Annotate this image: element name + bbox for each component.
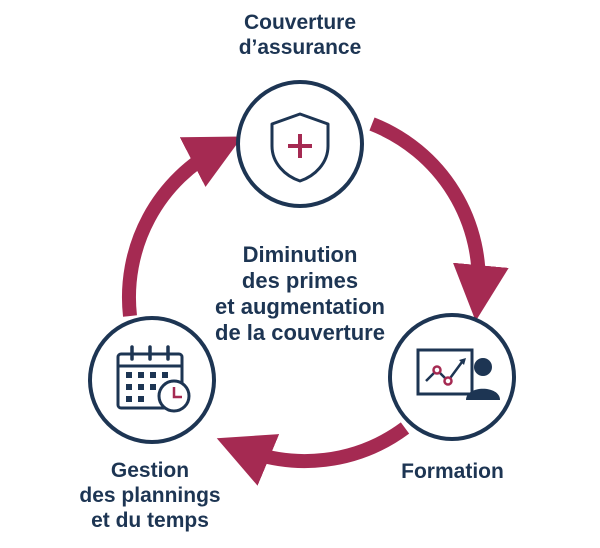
arrow-left-to-top (121, 136, 243, 317)
node-insurance-coverage (236, 80, 364, 208)
center-outcome-label: Diminution des primes et augmentation de… (215, 242, 385, 345)
presentation-trainer-icon (416, 348, 500, 400)
node-planning-time (88, 316, 216, 444)
arrow-top-to-right (369, 117, 509, 322)
training-label: Formation (401, 460, 504, 483)
planning-time-label: Gestion des plannings et du temps (79, 459, 221, 532)
node-training (388, 313, 516, 441)
shield-plus-icon (270, 112, 330, 183)
arrow-right-to-left (216, 422, 410, 486)
insurance-coverage-label: Couverture d’assurance (238, 11, 362, 59)
calendar-clock-icon (116, 345, 191, 413)
